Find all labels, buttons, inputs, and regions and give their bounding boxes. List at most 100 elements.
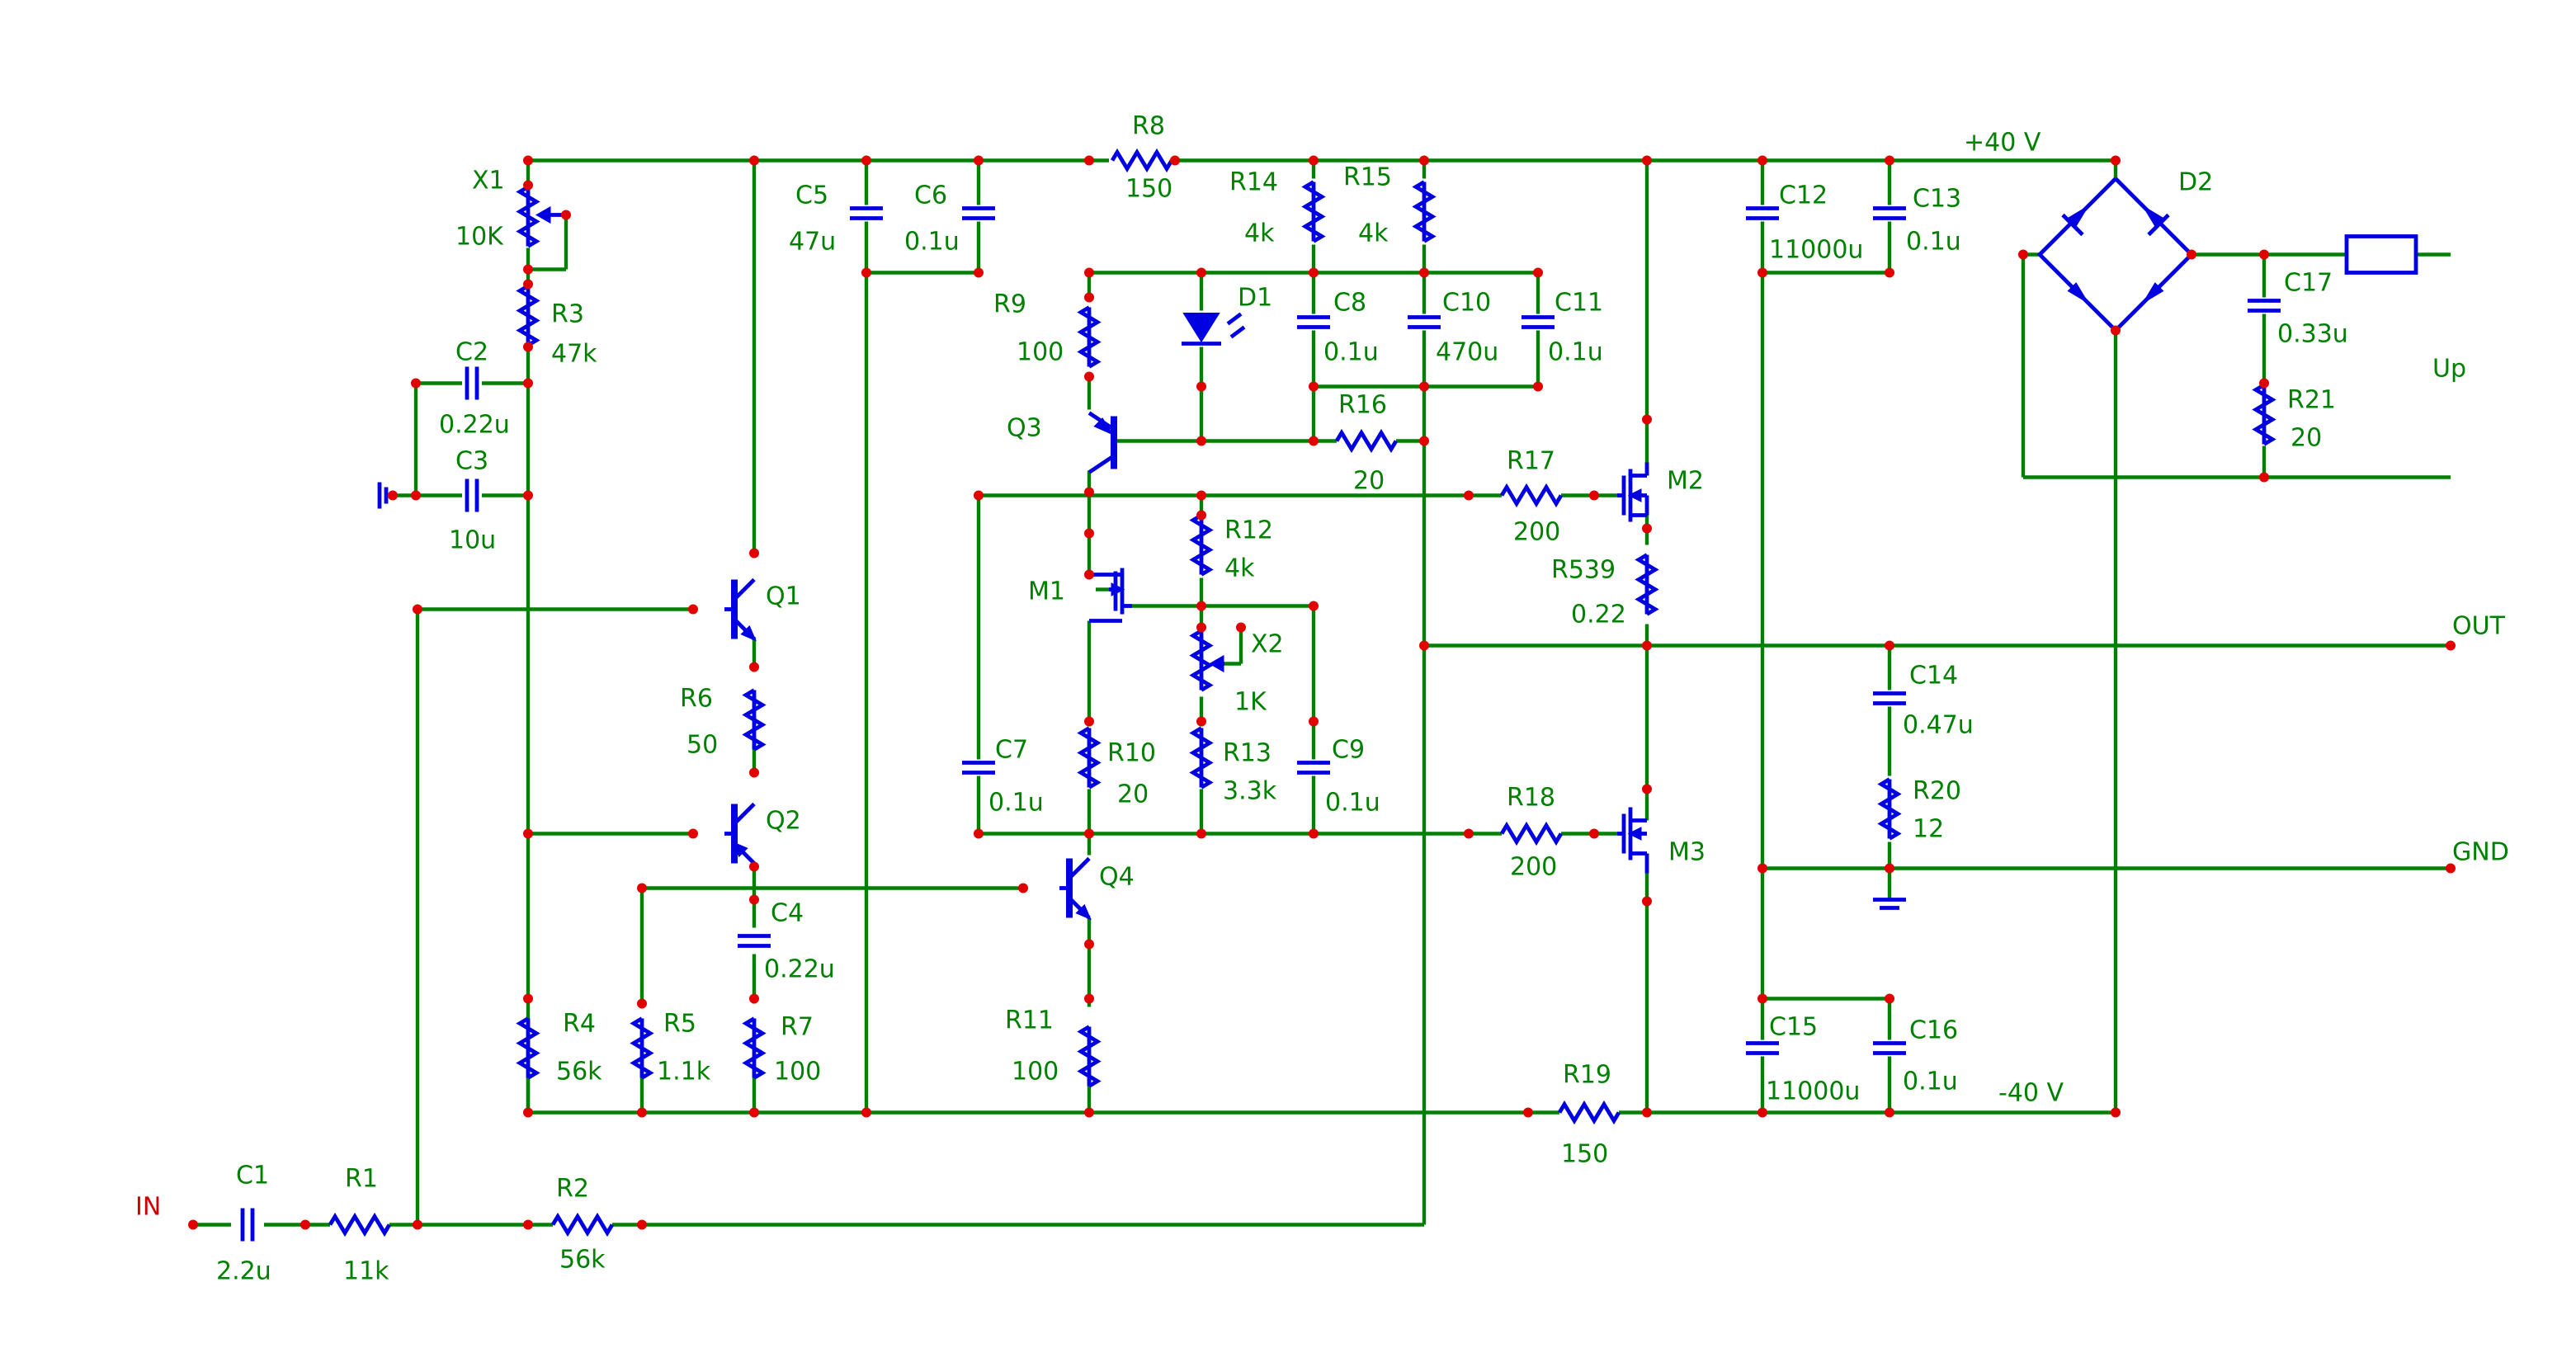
potentiometer-x1	[520, 187, 566, 247]
junction-dot	[749, 767, 759, 778]
junction-dot	[523, 264, 533, 275]
junction-dot	[637, 998, 647, 1009]
label-r20-ref: R20	[1913, 777, 1961, 806]
label-r7-value: 100	[774, 1058, 821, 1087]
junction-dot	[1084, 487, 1094, 497]
label-c14-value: 0.47u	[1903, 711, 1974, 740]
junction-dot	[1757, 863, 1767, 874]
label-c17-value: 0.33u	[2277, 320, 2348, 349]
net-label-vneg: -40 V	[1998, 1079, 2064, 1108]
junction-dot	[1309, 436, 1319, 446]
junction-dot	[2187, 249, 2196, 260]
junction-dot	[749, 662, 759, 672]
junction-dot	[1533, 267, 1543, 278]
label-r13-value: 3.3k	[1223, 777, 1277, 806]
label-r8-ref: R8	[1132, 112, 1165, 141]
junction-dot	[413, 1219, 422, 1230]
label-r11-ref: R11	[1005, 1006, 1054, 1035]
label-c3-value: 10u	[449, 526, 496, 555]
junction-dot	[1642, 1107, 1652, 1118]
label-r18-value: 200	[1510, 853, 1557, 882]
junction-dot	[1196, 267, 1206, 278]
label-x2-ref: X2	[1251, 630, 1284, 659]
junction-dot	[523, 155, 533, 166]
junction-dot	[1084, 828, 1094, 839]
label-c6-value: 0.1u	[904, 228, 960, 257]
label-c16-value: 0.1u	[1903, 1068, 1958, 1096]
resistor-r9	[1081, 308, 1097, 367]
resistor-r19	[1559, 1105, 1619, 1121]
junction-dot	[637, 1107, 647, 1118]
junction-dot	[2259, 249, 2269, 260]
resistor-r12	[1193, 516, 1210, 575]
junction-dot	[1419, 381, 1429, 392]
label-r539-value: 0.22	[1571, 601, 1626, 629]
resistor-r4	[520, 1019, 536, 1078]
junction-dot	[749, 1107, 759, 1118]
capacitor-c2	[467, 367, 477, 400]
label-r4-ref: R4	[563, 1010, 596, 1039]
label-r15-value: 4k	[1358, 219, 1389, 248]
label-c5-ref: C5	[795, 181, 828, 210]
mosfet-m3	[1617, 807, 1649, 874]
junction-dot	[523, 378, 533, 389]
junction-dot	[974, 828, 984, 839]
junction-dot	[1757, 1107, 1767, 1118]
capacitor-c17	[2248, 301, 2281, 311]
capacitor-c12	[1746, 209, 1779, 219]
bridge-rectifier-d2	[2036, 177, 2195, 333]
junction-dot	[749, 993, 759, 1004]
label-r2-value: 56k	[559, 1246, 606, 1275]
junction-dot	[861, 267, 871, 278]
label-c12-value: 11000u	[1769, 236, 1863, 265]
label-c5-value: 47u	[789, 228, 836, 257]
label-x1-ref: X1	[472, 167, 505, 196]
capacitor-c10	[1408, 318, 1441, 328]
label-c16-ref: C16	[1909, 1016, 1958, 1045]
label-c2-value: 0.22u	[439, 411, 510, 440]
capacitor-c8	[1297, 318, 1330, 328]
junction-dot	[861, 155, 871, 166]
label-q1-ref: Q1	[766, 582, 801, 611]
junction-dot	[1084, 292, 1094, 303]
junction-dot	[1309, 267, 1319, 278]
junction-dot	[1589, 490, 1599, 501]
junction-dot	[1419, 640, 1429, 651]
junction-dot	[523, 279, 533, 290]
label-r13-ref: R13	[1223, 739, 1271, 768]
label-r12-value: 4k	[1224, 554, 1255, 583]
junction-dot	[1419, 267, 1429, 278]
junction-dot	[1084, 939, 1094, 950]
junction-dot	[1309, 601, 1319, 611]
label-c4-value: 0.22u	[764, 955, 835, 984]
junction-dot	[1309, 716, 1319, 727]
junction-dot	[1642, 155, 1652, 166]
label-c9-ref: C9	[1332, 736, 1365, 765]
label-c13-value: 0.1u	[1906, 228, 1961, 257]
fuse	[2344, 234, 2418, 275]
label-r9-value: 100	[1017, 338, 1064, 367]
junction-dot	[523, 1219, 533, 1230]
net-label-up: Up	[2432, 355, 2466, 384]
label-r3-ref: R3	[551, 300, 584, 329]
capacitor-c5	[850, 209, 883, 219]
junction-dot	[2111, 155, 2121, 166]
led-d1	[1182, 312, 1246, 346]
label-r16-ref: R16	[1338, 391, 1387, 420]
net-label-in: IN	[135, 1193, 161, 1222]
label-c14-ref: C14	[1909, 662, 1958, 691]
junction-dot	[1757, 155, 1767, 166]
capacitor-c11	[1522, 318, 1555, 328]
junction-dot	[1885, 640, 1894, 651]
junction-dot	[1084, 569, 1094, 580]
junction-dot	[1236, 622, 1246, 633]
label-r14-ref: R14	[1229, 168, 1278, 197]
label-c1-value: 2.2u	[216, 1257, 271, 1286]
junction-dot	[523, 490, 533, 501]
label-r17-value: 200	[1513, 518, 1560, 547]
junction-dot	[1589, 828, 1599, 839]
label-r8-value: 150	[1125, 175, 1172, 204]
label-c15-ref: C15	[1769, 1013, 1818, 1042]
resistor-r11	[1081, 1027, 1097, 1087]
